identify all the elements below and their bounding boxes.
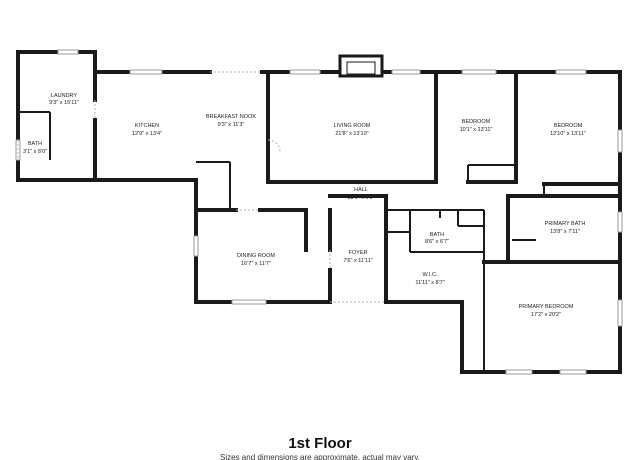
room-primary-bath-name: PRIMARY BATH: [545, 221, 586, 227]
room-dining-room-name: DINING ROOM: [237, 253, 275, 259]
room-bedroom2-dim: 12'10" x 13'11": [550, 131, 586, 137]
room-laundry-dim: 9'3" x 15'11": [49, 100, 79, 106]
room-labels: LAUNDRY 9'3" x 15'11" BATH 3'1" x 8'0" K…: [23, 93, 586, 318]
room-hall-name: HALL: [354, 187, 368, 193]
room-dining-room-dim: 16'7" x 11'7": [241, 261, 271, 267]
room-wic-dim: 11'11" x 8'7": [415, 280, 444, 286]
room-wic-name: W.I.C.: [423, 272, 438, 278]
room-primary-bedroom-dim: 17'2" x 20'2": [531, 312, 561, 318]
room-breakfast-nook-name: BREAKFAST NOOK: [206, 114, 256, 120]
room-bath1-name: BATH: [28, 141, 42, 147]
room-foyer-dim: 7'6" x 11'11": [343, 258, 372, 264]
room-primary-bath-dim: 13'8" x 7'11": [550, 229, 580, 235]
room-bedroom1-dim: 10'1" x 13'11": [460, 127, 493, 133]
room-primary-bedroom-name: PRIMARY BEDROOM: [519, 304, 574, 310]
room-laundry-name: LAUNDRY: [51, 93, 78, 99]
windows: [15, 49, 623, 375]
exterior-walls: [16, 50, 622, 374]
room-foyer-name: FOYER: [349, 250, 368, 256]
room-bath1-dim: 3'1" x 8'0": [23, 149, 47, 155]
interior-walls: [18, 70, 622, 372]
room-kitchen-dim: 12'9" x 13'4": [132, 131, 162, 137]
fireplace: [338, 54, 384, 78]
room-bedroom1-name: BEDROOM: [462, 119, 491, 125]
room-living-room-dim: 21'8" x 13'10": [335, 131, 368, 137]
room-breakfast-nook-dim: 9'3" x 11'3": [218, 122, 245, 128]
room-kitchen-name: KITCHEN: [135, 123, 159, 129]
room-bedroom2-name: BEDROOM: [554, 123, 583, 129]
doors: [17, 71, 386, 303]
room-living-room-name: LIVING ROOM: [334, 123, 371, 129]
floor-title: 1st Floor: [288, 435, 352, 452]
room-hall-dim: 39'6" x 6'0": [347, 195, 374, 201]
room-bath2-dim: 8'6" x 6'7": [425, 239, 449, 245]
room-bath2-name: BATH: [430, 232, 444, 238]
footnote: Sizes and dimensions are approximate, ac…: [220, 453, 420, 460]
